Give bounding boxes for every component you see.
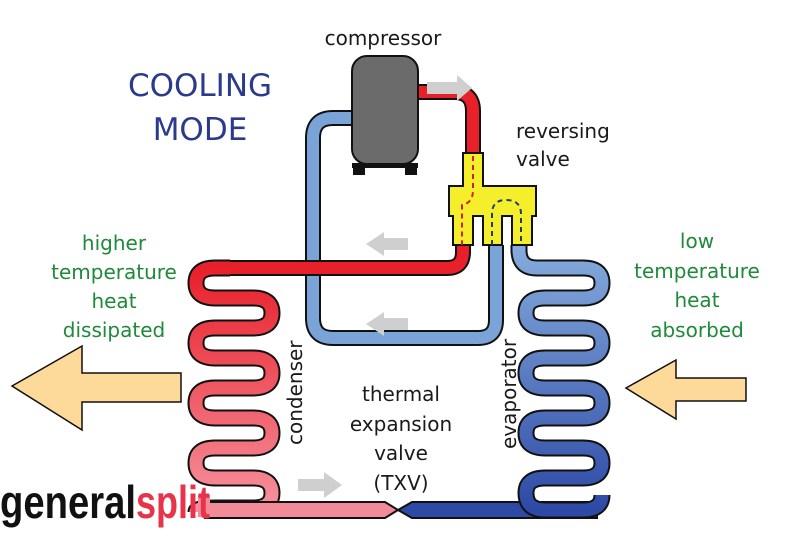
reversing-valve: [448, 152, 537, 246]
evaporator-coil: [510, 245, 611, 519]
logo-general: general: [0, 476, 136, 528]
left-note-line2: temperature: [51, 260, 177, 284]
txv-label-line2: expansion: [350, 412, 452, 436]
right-note-line1: low: [680, 229, 714, 253]
condenser-label: condenser: [283, 340, 307, 445]
discharge-line: [410, 84, 481, 156]
right-note-line3: heat: [674, 288, 719, 312]
left-note-line1: higher: [82, 231, 147, 255]
flow-arrow-right-top: [427, 75, 472, 101]
left-note-line4: dissipated: [63, 318, 165, 342]
reversing-valve-label-line2: valve: [516, 147, 570, 171]
flow-arrow-right-bottom: [298, 472, 342, 498]
mode-title-line2: MODE: [153, 112, 248, 148]
heat-out-arrow: [10, 344, 182, 432]
flow-arrow-left-upper: [366, 232, 408, 256]
generalsplit-logo: general split: [0, 476, 210, 528]
logo-split: split: [136, 476, 210, 528]
txv-label-line4: (TXV): [373, 471, 428, 495]
left-note-line3: heat: [91, 289, 136, 313]
heat-in-arrow: [624, 358, 747, 421]
flow-arrow-left-lower: [366, 312, 408, 336]
condenser-coil: [187, 259, 281, 518]
reversing-valve-label-line1: reversing: [516, 119, 610, 143]
suction-line: [305, 110, 504, 346]
hot-gas-to-condenser: [215, 245, 471, 276]
liquid-line: [198, 495, 400, 519]
txv-label-line3: valve: [374, 441, 428, 465]
txv-label-line1: thermal: [362, 382, 440, 406]
evaporator-label: evaporator: [497, 338, 521, 449]
right-note-line4: absorbed: [650, 318, 744, 342]
compressor-label: compressor: [325, 26, 443, 50]
mode-title-line1: COOLING: [128, 68, 272, 104]
right-note-line2: temperature: [634, 259, 760, 283]
compressor: [351, 55, 419, 175]
